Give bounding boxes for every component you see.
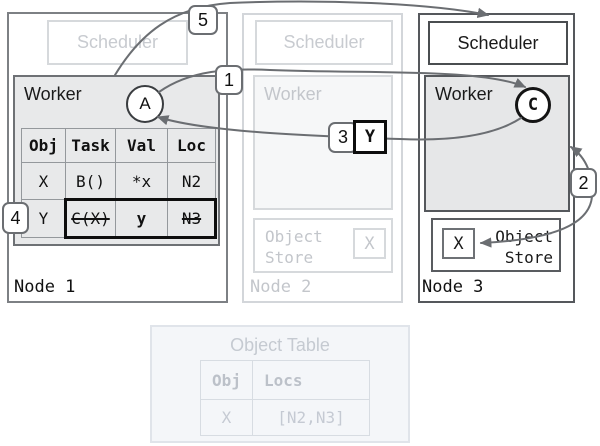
object-y-badge: Y bbox=[353, 120, 387, 154]
object-table: Obj Locs X [N2,N3] bbox=[200, 360, 370, 436]
node3-scheduler: Scheduler bbox=[428, 21, 568, 65]
table-header-row: Obj Task Val Loc bbox=[21, 128, 216, 163]
node1-scheduler-label: Scheduler bbox=[76, 32, 159, 52]
node3-label: Node 3 bbox=[422, 277, 484, 297]
object-table-row: X [N2,N3] bbox=[200, 399, 370, 436]
step-2-badge: 2 bbox=[570, 168, 597, 198]
col-task: Task bbox=[65, 128, 116, 163]
worker-a-letter: A bbox=[139, 94, 151, 113]
step-4-badge: 4 bbox=[2, 202, 29, 234]
node3-worker-label: Worker bbox=[435, 84, 493, 104]
object-table-header-row: Obj Locs bbox=[200, 360, 370, 400]
node2-object-store-label: Object Store bbox=[265, 227, 323, 267]
table-row: X B() *x N2 bbox=[21, 162, 216, 200]
node1-scheduler: Scheduler bbox=[47, 20, 188, 65]
node1-label: Node 1 bbox=[14, 277, 76, 297]
task-lineage-table: Obj Task Val Loc X B() *x N2 Y C(X) y N3 bbox=[21, 128, 216, 238]
col-obj: Obj bbox=[200, 360, 253, 400]
node2-worker-label: Worker bbox=[264, 84, 322, 104]
object-table-title: Object Table bbox=[230, 335, 330, 355]
col-loc: Loc bbox=[167, 128, 216, 163]
node3-object-x: X bbox=[442, 228, 475, 259]
step-1-badge: 1 bbox=[215, 65, 243, 95]
cell-task: B() bbox=[65, 162, 116, 200]
col-obj: Obj bbox=[21, 128, 66, 163]
node1-worker-label: Worker bbox=[24, 84, 82, 104]
cell-obj: X bbox=[200, 399, 253, 436]
node2-scheduler-label: Scheduler bbox=[283, 32, 365, 52]
node3-object-store-label: Object Store bbox=[495, 227, 553, 267]
worker-c-letter: C bbox=[527, 95, 539, 115]
col-locs: Locs bbox=[252, 360, 370, 400]
node2-label: Node 2 bbox=[250, 277, 312, 297]
node2-object-x: X bbox=[353, 228, 386, 259]
node3-scheduler-label: Scheduler bbox=[457, 32, 539, 53]
cell-val: *x bbox=[115, 162, 168, 200]
step-5-badge: 5 bbox=[188, 5, 218, 35]
cell-loc: N2 bbox=[167, 162, 216, 200]
node2-object-store: Object Store bbox=[253, 218, 393, 273]
worker-c-badge: C bbox=[515, 87, 551, 123]
node2-scheduler: Scheduler bbox=[255, 20, 393, 65]
cell-locs: [N2,N3] bbox=[252, 399, 370, 436]
cell-task-struck: C(X) bbox=[65, 199, 116, 238]
table-row: Y C(X) y N3 bbox=[21, 199, 216, 238]
object-table-panel: Object Table Obj Locs X [N2,N3] bbox=[150, 325, 410, 443]
col-val: Val bbox=[115, 128, 168, 163]
highlight-ring bbox=[64, 198, 217, 239]
worker-a-badge: A bbox=[126, 85, 164, 123]
cell-obj: X bbox=[21, 162, 66, 200]
